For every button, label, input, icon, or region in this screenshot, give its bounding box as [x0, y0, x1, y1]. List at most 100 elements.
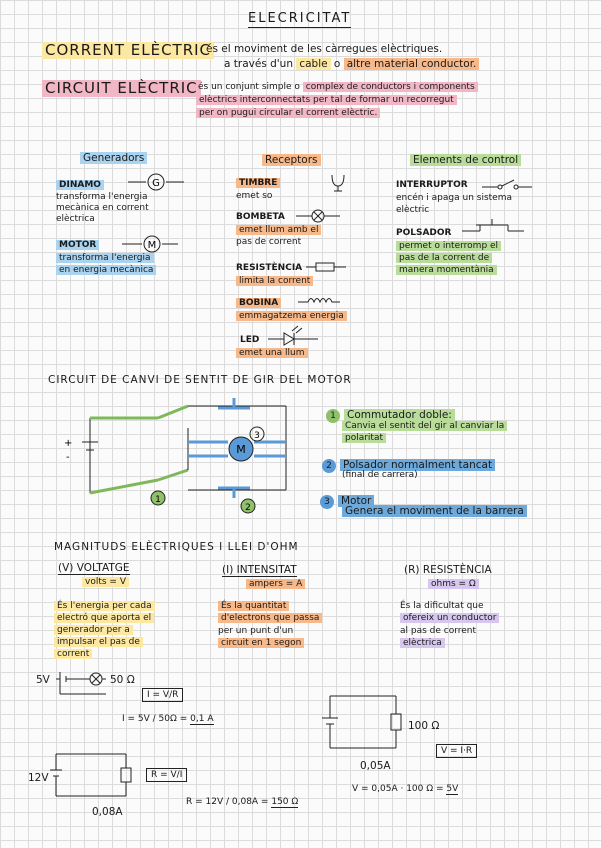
motor-symbol-letter: M [148, 240, 157, 251]
voltatge-desc-2: electró que aporta el [54, 613, 155, 623]
legend-3-desc: Genera el moviment de la barrera [342, 505, 527, 518]
bobina-label: BOBINA [236, 298, 282, 309]
col-receptors: Receptors [262, 154, 321, 167]
circuit-term: CIRCUIT ELÈCTRIC [42, 79, 201, 98]
ex3-circuit [322, 695, 402, 749]
legend-item-3: 3 Motor [320, 490, 375, 509]
motor-desc-1: transforma l'energia [56, 253, 154, 264]
dinamo-symbol-icon: G [128, 173, 184, 191]
motor-circuit-heading: CIRCUIT DE CANVI DE SENTIT DE GIR DEL MO… [48, 374, 352, 386]
intensitat-unit: ampers = A [246, 579, 306, 590]
col-generadors: Generadors [80, 152, 148, 165]
dinamo-symbol-letter: G [152, 178, 160, 189]
voltatge-desc-4: impulsar el pas de [54, 637, 143, 647]
ex3-resistance: 100 Ω [408, 720, 440, 732]
intensitat-desc-2: d'electrons que passa [218, 613, 323, 624]
resistencia-label: RESISTÈNCIA [236, 263, 303, 273]
legend-num-1: 1 [326, 409, 340, 423]
bombeta-desc-2: pas de corrent [236, 237, 302, 247]
motor-circle-letter: M [236, 443, 246, 456]
ex1-resistance: 50 Ω [110, 674, 135, 686]
page-title: ELECRICITAT [248, 11, 352, 28]
resistencia-desc-4: elèctrica [400, 638, 445, 649]
resistencia-unit: ohms = Ω [428, 579, 479, 590]
ex3-formula: V = I·R [436, 744, 478, 759]
voltatge-desc-3: generador per a [54, 625, 133, 635]
led-icon [268, 325, 318, 346]
bombeta-desc-1: emet llum amb el [236, 225, 322, 236]
ex1-circuit [56, 672, 106, 695]
ex2-circuit [50, 753, 132, 797]
magnituds-heading: MAGNITUDS ELÈCTRIQUES I LLEI D'OHM [54, 541, 299, 553]
led-label: LED [240, 335, 260, 345]
legend-2-title: Polsador normalment tancat [340, 459, 496, 471]
intensitat-desc-4: circuit en 1 segon [218, 638, 305, 649]
ex3-calc: V = 0,05A · 100 Ω = 5V [352, 784, 459, 795]
ex2-voltage: 12V [28, 772, 49, 784]
coil-icon [298, 298, 340, 304]
ex3-current: 0,05A [360, 760, 391, 772]
ex1-voltage: 5V [36, 674, 50, 686]
battery-plus: + [64, 438, 72, 449]
motor-desc-2: en energia mecànica [56, 265, 157, 276]
corrent-def-1: és el moviment de les càrregues elèctriq… [206, 43, 443, 55]
intensitat-desc-3: per un punt d'un [218, 626, 294, 636]
bombeta-label: BOMBETA [236, 212, 285, 222]
polsador-desc-2: pas de la corrent de [396, 253, 493, 264]
col-control: Elements de control [410, 154, 522, 167]
legend-1-title: Commutador doble: [344, 409, 455, 421]
legend-item-1: 1 Commutador doble: [326, 404, 455, 423]
circuit-def-3: per on pugui circular el corrent elèctri… [196, 108, 381, 119]
led-desc: emet una llum [236, 348, 308, 359]
voltatge-desc-5: corrent [54, 649, 93, 659]
bobina-desc: emmagatzema energia [236, 311, 347, 322]
dinamo-desc-3: elèctrica [56, 214, 95, 224]
ex1-calc: I = 5V / 50Ω = 0,1 A [122, 714, 214, 725]
motor-label: MOTOR [56, 240, 100, 251]
polsador-desc-1: permet o interromp el [396, 241, 502, 252]
voltatge-desc-1: És l'energia per cada [54, 601, 155, 611]
resistencia-desc: limita la corrent [236, 276, 314, 287]
pushbutton-icon [462, 219, 524, 232]
legend-2-desc: (final de carrera) [342, 470, 418, 480]
legend-1-desc-2: polaritat [342, 433, 387, 444]
circuit-def-2: elèctrics interconnectats per tal de for… [196, 95, 457, 106]
legend-num-3: 3 [320, 495, 334, 509]
timbre-desc: emet so [236, 191, 273, 201]
interruptor-label: INTERRUPTOR [396, 180, 468, 190]
motor-circuit-diagram: + - M 3 1 2 [64, 398, 287, 514]
interruptor-desc-2: elèctric [396, 205, 430, 215]
polsador-desc-3: manera momentània [396, 265, 497, 276]
dinamo-desc-1: transforma l'energia [56, 192, 148, 202]
resistencia-desc-1: És la dificultat que [400, 601, 484, 611]
dinamo-label: DINAMO [56, 180, 104, 191]
intensitat-title: (I) INTENSITAT [222, 564, 297, 578]
interruptor-desc-1: encén i apaga un sistema [396, 193, 512, 203]
diagram-num-1: 1 [155, 495, 161, 505]
timbre-label: TIMBRE [236, 178, 281, 189]
voltatge-title: (V) VOLTATGE [58, 562, 130, 576]
ex1-formula: I = V/R [142, 688, 184, 703]
intensitat-desc-1: És la quantitat [218, 601, 290, 612]
resistencia-title: (R) RESISTÈNCIA [404, 564, 492, 576]
battery-minus: - [66, 452, 70, 463]
corrent-def-2: a través d'un cable o altre material con… [224, 58, 480, 70]
resistencia-desc-3: al pas de corrent [400, 626, 477, 636]
ex2-formula: R = V/I [146, 768, 188, 783]
diagram-num-2: 2 [245, 503, 251, 513]
switch-icon [482, 179, 532, 190]
ex2-current: 0,08A [92, 806, 123, 818]
resistencia-desc-2: ofereix un conductor [400, 613, 500, 624]
motor-symbol-icon: M [122, 235, 178, 253]
polsador-label: POLSADOR [396, 228, 452, 238]
circuit-def-1: és un conjunt simple o complex de conduc… [198, 82, 478, 92]
resistor-icon [306, 262, 346, 272]
legend-3-title: Motor [338, 495, 375, 507]
bell-icon [331, 174, 345, 192]
diagram-num-3: 3 [254, 431, 260, 441]
voltatge-unit: volts = V [82, 577, 129, 588]
ex2-calc: R = 12V / 0,08A = 150 Ω [186, 797, 299, 808]
corrent-term: CORRENT ELÈCTRIC [42, 41, 215, 60]
legend-1-desc-1: Canvia el sentit del gir al canviar la [342, 421, 508, 432]
